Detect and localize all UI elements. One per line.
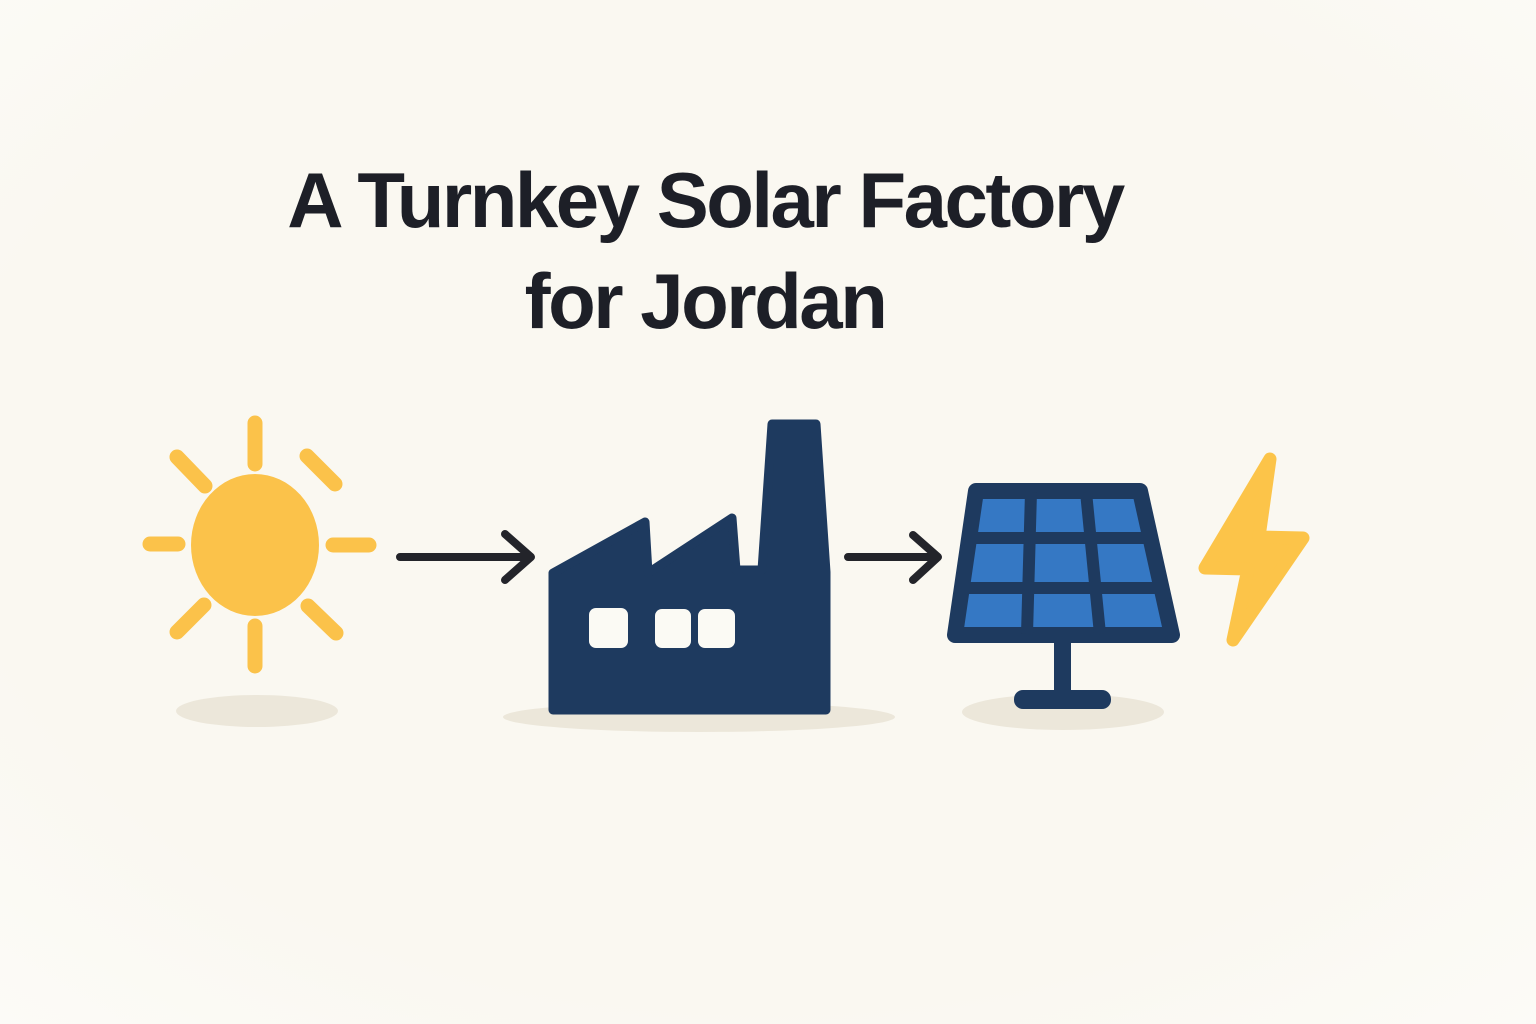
sun-body <box>191 474 319 616</box>
arrow-shaft-and-head <box>396 530 535 584</box>
arrow-shaft-and-head <box>844 531 942 584</box>
factory-icon <box>503 419 895 732</box>
page-title-line2: for Jordan <box>524 257 888 345</box>
solar-panel-icon <box>947 483 1180 730</box>
sun-shadow <box>176 695 338 727</box>
page-title: A Turnkey Solar Factory for Jordan <box>0 150 1410 352</box>
lightning-bolt-shape <box>1198 452 1310 647</box>
arrow-right-icon <box>844 531 942 584</box>
factory-window <box>589 608 628 648</box>
sun-icon <box>142 415 377 727</box>
solar-panel-base <box>1014 690 1111 709</box>
page-title-line1: A Turnkey Solar Factory <box>287 156 1125 244</box>
factory-window <box>655 609 691 648</box>
solar-panel-post <box>1054 636 1071 694</box>
lightning-bolt-icon <box>1198 452 1310 647</box>
sun-rays <box>142 415 377 674</box>
factory-window <box>698 609 735 648</box>
factory-building <box>548 419 831 715</box>
solar-panel-face <box>947 483 1180 643</box>
solar-panel-grid <box>967 491 1157 635</box>
arrow-right-icon <box>396 530 535 584</box>
solar-panel-shadow <box>962 694 1164 730</box>
